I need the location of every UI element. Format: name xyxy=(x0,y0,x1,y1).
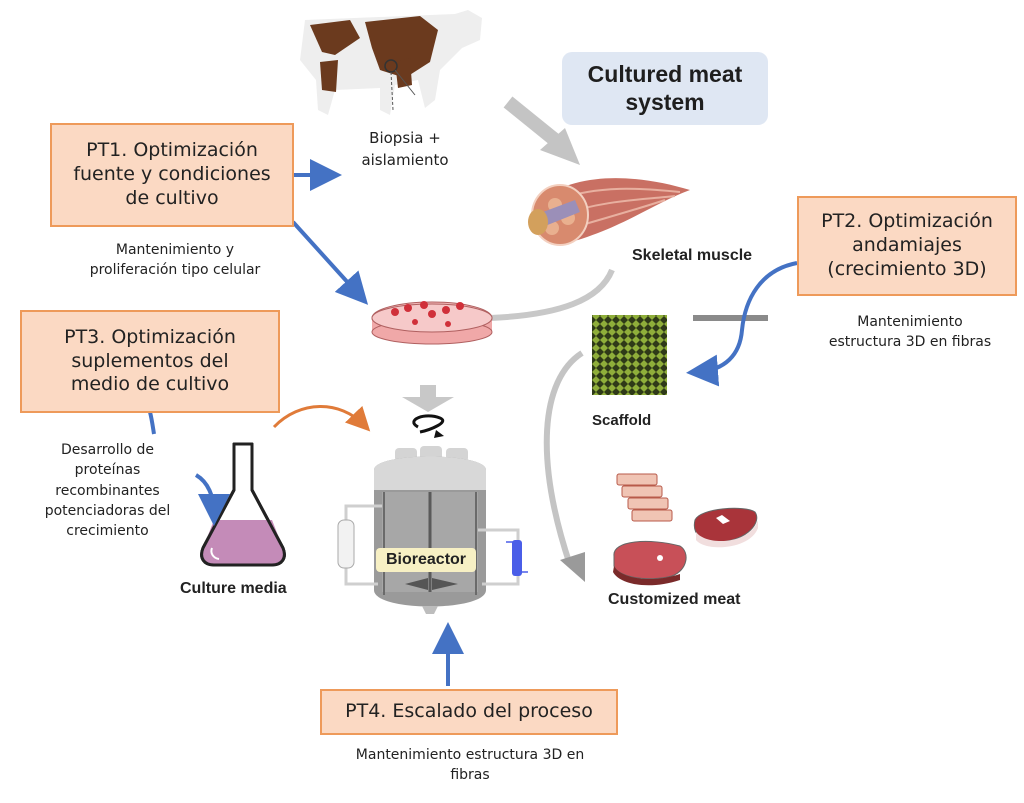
system-title-box: Cultured meat system xyxy=(562,52,768,125)
scaffold-icon xyxy=(592,315,667,395)
pt1-note-line1: Mantenimiento y xyxy=(115,242,235,258)
pt1-note: Mantenimiento y proliferación tipo celul… xyxy=(70,240,280,281)
pt3-line3: medio de cultivo xyxy=(70,373,230,396)
pt3-note-line2: proteínas xyxy=(74,462,141,479)
scaffold-fiber-image xyxy=(693,315,768,321)
pt1-line3: de cultivo xyxy=(125,186,219,209)
arrow-pt3-to-flask xyxy=(194,473,230,526)
pt1-note-line2: proliferación tipo celular xyxy=(89,262,261,279)
pt4-box: PT4. Escalado del proceso xyxy=(320,689,618,735)
pt4-line1: PT4. Escalado del proceso xyxy=(345,700,593,723)
flow-curve-scaffold-to-meat xyxy=(543,350,585,582)
pt2-box: PT2. Optimización andamiajes (crecimient… xyxy=(797,196,1017,296)
skeletal-muscle-icon xyxy=(528,178,690,246)
culture-media-flask-icon xyxy=(200,442,286,567)
pt3-note-line3: recombinantes xyxy=(55,482,160,499)
pt1-box: PT1. Optimización fuente y condiciones d… xyxy=(50,123,294,227)
scaffold-label: Scaffold xyxy=(592,412,652,429)
customized-meat-icon xyxy=(613,473,758,586)
flow-arrow-cow-to-muscle xyxy=(503,96,580,165)
culture-media-label: Culture media xyxy=(180,580,287,597)
flow-arrow-to-bioreactor xyxy=(402,385,454,412)
biopsy-label-line2: aislamiento xyxy=(361,150,449,169)
pt3-note-line1: Desarrollo de xyxy=(60,442,155,458)
flow-curve-muscle-to-dish xyxy=(489,268,615,321)
system-title-line1: Cultured meat xyxy=(587,60,743,87)
pt3-note-line5: crecimiento xyxy=(66,523,149,540)
pt4-note: Mantenimiento estructura 3D en fibras xyxy=(330,745,610,786)
pt3-note: Desarrollo de proteínas recombinantes po… xyxy=(20,440,195,541)
skeletal-muscle-label: Skeletal muscle xyxy=(632,247,753,264)
arrow-pt3-connector xyxy=(148,411,156,435)
pt2-line2: andamiajes xyxy=(852,234,962,257)
petri-dish-icon xyxy=(371,301,493,345)
biopsy-label-line1: Biopsia + xyxy=(369,129,441,147)
pt4-note-line2: fibras xyxy=(450,767,490,784)
cow-icon xyxy=(300,10,482,115)
system-title-line2: system xyxy=(625,88,705,115)
arrow-pt2-to-scaffold xyxy=(686,261,798,387)
pt2-line1: PT2. Optimización xyxy=(821,210,993,233)
pt2-note-line1: Mantenimiento xyxy=(857,314,963,330)
pt1-line1: PT1. Optimización xyxy=(86,139,258,162)
arrow-pt1-to-petri-dish xyxy=(291,220,369,305)
pt3-line1: PT3. Optimización xyxy=(64,325,236,348)
pt3-line2: suplementos del xyxy=(71,349,229,372)
bioreactor-icon xyxy=(337,414,528,614)
customized-meat-label: Customized meat xyxy=(608,591,741,608)
pt3-note-line4: potenciadoras del xyxy=(44,502,171,519)
pt2-line3: (crecimiento 3D) xyxy=(827,257,987,280)
bioreactor-label: Bioreactor xyxy=(376,548,477,572)
pt2-note-line2: estructura 3D en fibras xyxy=(828,334,992,351)
biopsy-label: Biopsia + aislamiento xyxy=(340,128,470,172)
pt3-box: PT3. Optimización suplementos del medio … xyxy=(20,310,280,413)
pt2-note: Mantenimiento estructura 3D en fibras xyxy=(810,312,1010,353)
pt4-note-line1: Mantenimiento estructura 3D en xyxy=(355,747,585,763)
arrow-culture-media-to-bioreactor xyxy=(272,405,371,432)
pt1-line2: fuente y condiciones xyxy=(73,163,271,186)
